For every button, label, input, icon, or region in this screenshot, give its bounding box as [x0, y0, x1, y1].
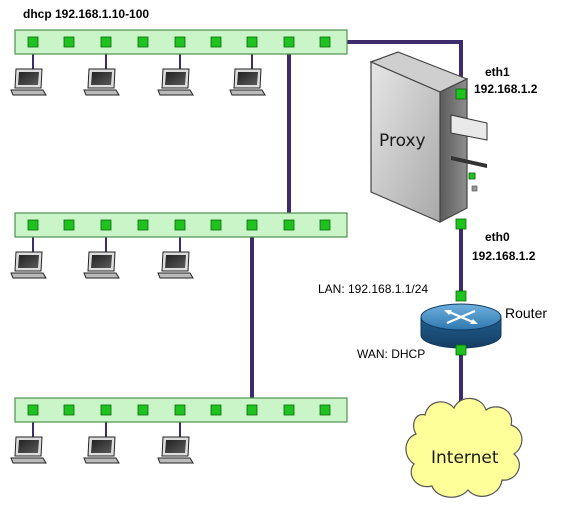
- router-lan-port: [455, 290, 467, 302]
- internet-cloud: Internet: [405, 397, 523, 498]
- switch-port: [63, 36, 75, 48]
- switch-group: [14, 29, 348, 423]
- switch-port: [246, 404, 258, 416]
- switch-port: [174, 219, 186, 231]
- router-wan-port: [455, 344, 467, 356]
- switch-port: [100, 219, 112, 231]
- switch-port: [283, 404, 295, 416]
- switch-port: [283, 219, 295, 231]
- laptop-icon: [83, 251, 120, 279]
- wan-label: WAN: DHCP: [357, 347, 425, 361]
- switch-port: [63, 219, 75, 231]
- switch-port: [210, 404, 222, 416]
- internet-label: Internet: [431, 448, 499, 468]
- eth1-port: [455, 88, 467, 100]
- laptop-group: [10, 68, 266, 464]
- switch-port: [283, 36, 295, 48]
- switch-port: [319, 219, 331, 231]
- laptop-icon: [83, 436, 120, 464]
- switch-middle: [14, 212, 348, 238]
- laptop-icon: [157, 251, 194, 279]
- switch-port: [319, 36, 331, 48]
- laptop-icon: [10, 68, 47, 96]
- laptop-icon: [83, 68, 120, 96]
- switch-port: [63, 404, 75, 416]
- laptop-icon: [10, 251, 47, 279]
- switch-port: [210, 36, 222, 48]
- power-led-icon: [468, 172, 476, 180]
- switch-port: [27, 219, 39, 231]
- switch-port: [137, 404, 149, 416]
- switch-port: [174, 36, 186, 48]
- switch-port: [319, 404, 331, 416]
- switch-port: [174, 404, 186, 416]
- switch-port: [27, 36, 39, 48]
- proxy-server: Proxy: [369, 51, 488, 223]
- switch-port: [210, 219, 222, 231]
- proxy-label: Proxy: [379, 131, 426, 151]
- eth0-port: [455, 218, 467, 230]
- switch-port: [27, 404, 39, 416]
- laptop-icon: [157, 436, 194, 464]
- switch-port: [246, 219, 258, 231]
- switch-port: [246, 36, 258, 48]
- eth0-ip-label: 192.168.1.2: [472, 249, 536, 263]
- switch-port: [137, 36, 149, 48]
- router: Router: [420, 303, 547, 349]
- laptop-icon: [229, 68, 266, 96]
- lan-label: LAN: 192.168.1.1/24: [318, 282, 428, 296]
- router-arrows-icon: [444, 309, 478, 325]
- switch-bottom: [14, 397, 348, 423]
- laptop-icon: [157, 68, 194, 96]
- eth1-ip-label: 192.168.1.2: [474, 82, 538, 96]
- dhcp-range-label: dhcp 192.168.1.10-100: [23, 7, 149, 21]
- switch-top: [14, 29, 348, 55]
- eth1-label: eth1: [485, 65, 510, 79]
- switch-port: [100, 404, 112, 416]
- switch-port: [100, 36, 112, 48]
- switch-port: [137, 219, 149, 231]
- eth0-label: eth0: [485, 230, 510, 244]
- laptop-icon: [10, 436, 47, 464]
- router-label: Router: [505, 305, 547, 321]
